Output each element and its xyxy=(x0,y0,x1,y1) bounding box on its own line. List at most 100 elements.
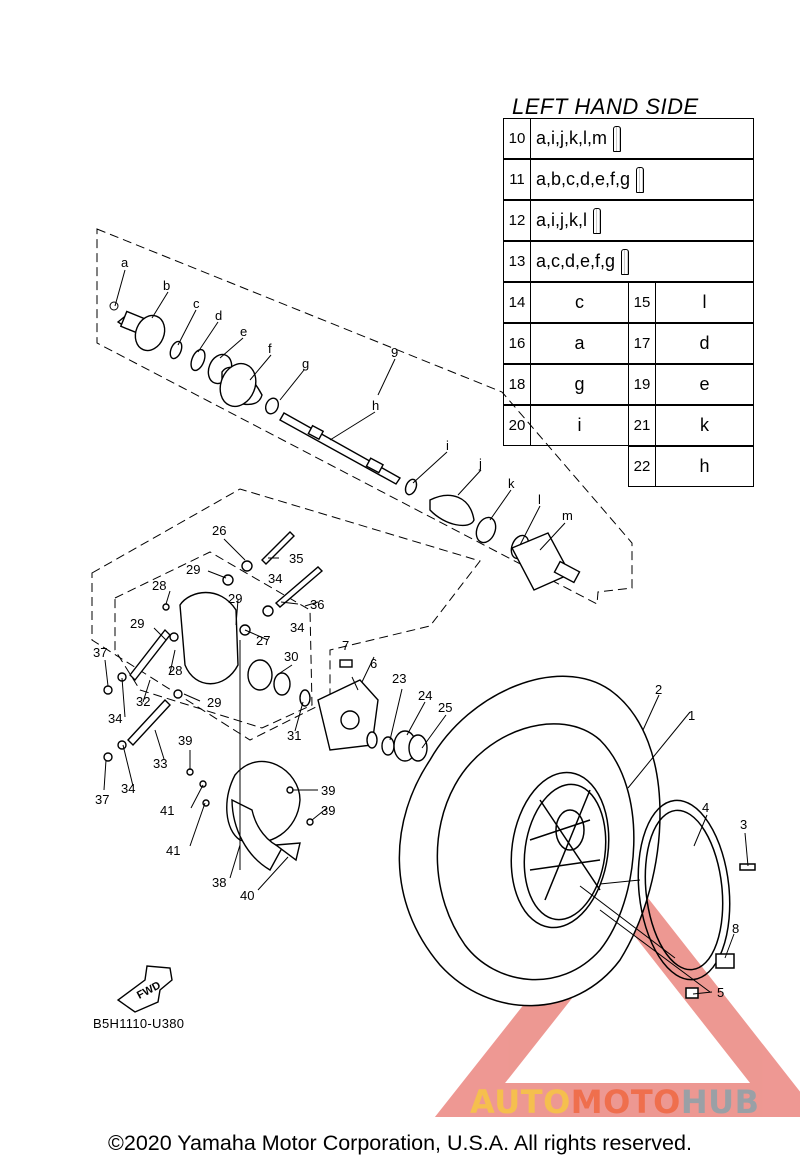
cell-value: h xyxy=(699,456,710,476)
grease-tube-icon xyxy=(636,166,645,193)
callout-34-a: 34 xyxy=(268,571,282,586)
forward-arrow-icon: FWD xyxy=(116,965,173,1013)
drive-shaft xyxy=(116,310,581,591)
callout-41-b: 41 xyxy=(166,843,180,858)
row-number: 12 xyxy=(504,201,531,240)
watermark-part-2: MOTO xyxy=(570,1083,681,1121)
callout-9: 9 xyxy=(391,345,398,360)
cell-value: a xyxy=(574,333,585,353)
callout-39-b: 39 xyxy=(321,783,335,798)
callout-41-a: 41 xyxy=(160,803,174,818)
callout-39-a: 39 xyxy=(178,733,192,748)
cell-value: d xyxy=(699,333,710,353)
callout-7: 7 xyxy=(342,638,349,653)
callout-40: 40 xyxy=(240,888,254,903)
drive-shaft-assembly-outline xyxy=(96,228,633,605)
row-value: a,i,j,k,l xyxy=(536,210,588,230)
callout-5: 5 xyxy=(717,985,724,1000)
brake-disc xyxy=(186,760,314,871)
callout-30: 30 xyxy=(284,649,298,664)
callout-f: f xyxy=(268,341,272,356)
cell-number: 18 xyxy=(504,365,531,404)
table-row: 10 a,i,j,k,l,m xyxy=(503,118,754,159)
callout-29-bottom: 29 xyxy=(207,695,221,710)
table-cell: 15 l xyxy=(628,282,754,323)
callout-34-d: 34 xyxy=(121,781,135,796)
diagram-code: B5H1110-U380 xyxy=(93,1016,185,1031)
cell-value: k xyxy=(700,415,709,435)
callout-b: b xyxy=(163,278,170,293)
callout-4: 4 xyxy=(702,800,709,815)
callout-35: 35 xyxy=(289,551,303,566)
callout-31: 31 xyxy=(287,728,301,743)
table-cell: 22 h xyxy=(628,446,754,487)
callout-27: 27 xyxy=(256,633,270,648)
cell-number: 16 xyxy=(504,324,531,363)
table-cell: 20 i xyxy=(503,405,629,446)
row-value: a,i,j,k,l,m xyxy=(536,128,608,148)
table-row: 13 a,c,d,e,f,g xyxy=(503,241,754,282)
cell-value: c xyxy=(575,292,584,312)
row-value: a,b,c,d,e,f,g xyxy=(536,169,631,189)
grease-tube-icon xyxy=(621,248,630,275)
callout-k: k xyxy=(508,476,515,491)
callout-d: d xyxy=(215,308,222,323)
leader-lines xyxy=(103,269,749,995)
table-title: LEFT HAND SIDE xyxy=(512,94,699,119)
callout-37-a: 37 xyxy=(93,645,107,660)
callout-29-left: 29 xyxy=(130,616,144,631)
watermark-text: AUTOMOTOHUB xyxy=(470,1083,760,1121)
callout-24: 24 xyxy=(418,688,432,703)
cell-value: l xyxy=(702,292,707,312)
callout-34-b: 34 xyxy=(290,620,304,635)
callout-h: h xyxy=(372,398,379,413)
grease-tube-icon xyxy=(593,207,602,234)
table-row: 12 a,i,j,k,l xyxy=(503,200,754,241)
copyright-notice: ©2020 Yamaha Motor Corporation, U.S.A. A… xyxy=(108,1131,692,1155)
callout-37-b: 37 xyxy=(95,792,109,807)
row-number: 11 xyxy=(504,160,531,199)
table-cell: 18 g xyxy=(503,364,629,405)
callout-38: 38 xyxy=(212,875,226,890)
tire-and-wheel xyxy=(398,675,756,1007)
cell-number: 15 xyxy=(629,283,656,322)
callout-g: g xyxy=(302,356,309,371)
callout-32: 32 xyxy=(136,694,150,709)
cell-value: g xyxy=(574,374,585,394)
callout-2: 2 xyxy=(655,682,662,697)
callout-25: 25 xyxy=(438,700,452,715)
callout-a: a xyxy=(121,255,129,270)
callout-36: 36 xyxy=(310,597,324,612)
cell-value: i xyxy=(577,415,582,435)
cell-number: 22 xyxy=(629,447,656,486)
callout-e: e xyxy=(240,324,247,339)
cell-number: 20 xyxy=(504,406,531,445)
table-cell: 16 a xyxy=(503,323,629,364)
table-row: 11 a,b,c,d,e,f,g xyxy=(503,159,754,200)
grease-tube-icon xyxy=(613,125,622,152)
callout-26: 26 xyxy=(212,523,226,538)
knuckle-parts xyxy=(103,531,428,762)
callout-3: 3 xyxy=(740,817,747,832)
callout-33: 33 xyxy=(153,756,167,771)
callout-i: i xyxy=(446,438,449,453)
knuckle-assembly-outline xyxy=(91,488,481,741)
row-number: 13 xyxy=(504,242,531,281)
row-number: 10 xyxy=(504,119,531,158)
watermark-part-1: AUTO xyxy=(470,1083,571,1121)
cell-number: 21 xyxy=(629,406,656,445)
watermark-part-3: HUB xyxy=(680,1083,760,1121)
callout-m: m xyxy=(562,508,573,523)
callout-29-mid: 29 xyxy=(228,591,242,606)
callout-39-c: 39 xyxy=(321,803,335,818)
callout-23: 23 xyxy=(392,671,406,686)
callout-labels: a b c d e f g h i j k l m 9 1 2 3 4 5 6 … xyxy=(93,255,747,1000)
callout-l: l xyxy=(538,492,541,507)
callout-c: c xyxy=(193,296,200,311)
callout-1: 1 xyxy=(688,708,695,723)
callout-28-upper: 28 xyxy=(152,578,166,593)
